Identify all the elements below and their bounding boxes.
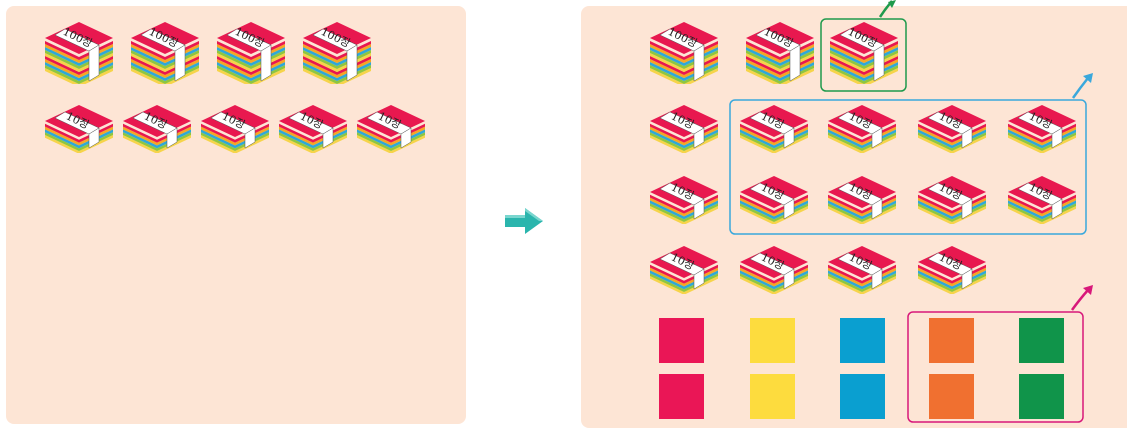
ten-stack: 10장 <box>918 105 986 153</box>
single-sheet <box>929 318 974 363</box>
hundred-stack: 100장 <box>650 22 718 84</box>
ten-stack: 10장 <box>650 176 718 224</box>
ten-stack: 10장 <box>740 246 808 294</box>
hundred-stack: 100장 <box>45 22 113 84</box>
single-sheet <box>840 318 885 363</box>
ten-stack: 10장 <box>1008 176 1076 224</box>
single-sheet <box>750 318 795 363</box>
ten-stack: 10장 <box>1008 105 1076 153</box>
magenta-group-arrow-icon <box>1070 289 1089 311</box>
hundred-stack: 100장 <box>830 22 898 84</box>
ten-stack: 10장 <box>650 105 718 153</box>
single-sheet <box>1019 374 1064 419</box>
ten-stack: 10장 <box>740 176 808 224</box>
ten-stack: 10장 <box>918 176 986 224</box>
blue-group-arrow-icon <box>1071 77 1089 99</box>
ten-stack: 10장 <box>918 246 986 294</box>
green-arrowhead <box>888 0 896 8</box>
single-sheet <box>1019 318 1064 363</box>
single-sheet <box>659 318 704 363</box>
single-sheet <box>929 374 974 419</box>
right-arrow-icon <box>505 208 543 234</box>
single-group-highlight <box>907 311 1084 423</box>
ten-stack: 10장 <box>828 246 896 294</box>
blue-arrowhead <box>1083 73 1093 83</box>
ten-stack: 10장 <box>123 105 191 153</box>
ten-stack: 10장 <box>201 105 269 153</box>
ten-group-highlight <box>729 99 1087 235</box>
single-sheet <box>659 374 704 419</box>
ten-stack: 10장 <box>828 105 896 153</box>
ten-stack: 10장 <box>828 176 896 224</box>
hundred-stack: 100장 <box>303 22 371 84</box>
ten-stack: 10장 <box>45 105 113 153</box>
ten-stack: 10장 <box>740 105 808 153</box>
single-sheet <box>750 374 795 419</box>
ten-stack: 10장 <box>650 246 718 294</box>
ten-stack: 10장 <box>279 105 347 153</box>
hundred-group-highlight <box>820 18 907 92</box>
ten-stack: 10장 <box>357 105 425 153</box>
hundred-stack: 100장 <box>746 22 814 84</box>
single-sheet <box>840 374 885 419</box>
magenta-arrowhead <box>1083 285 1093 295</box>
hundred-stack: 100장 <box>131 22 199 84</box>
hundred-stack: 100장 <box>217 22 285 84</box>
